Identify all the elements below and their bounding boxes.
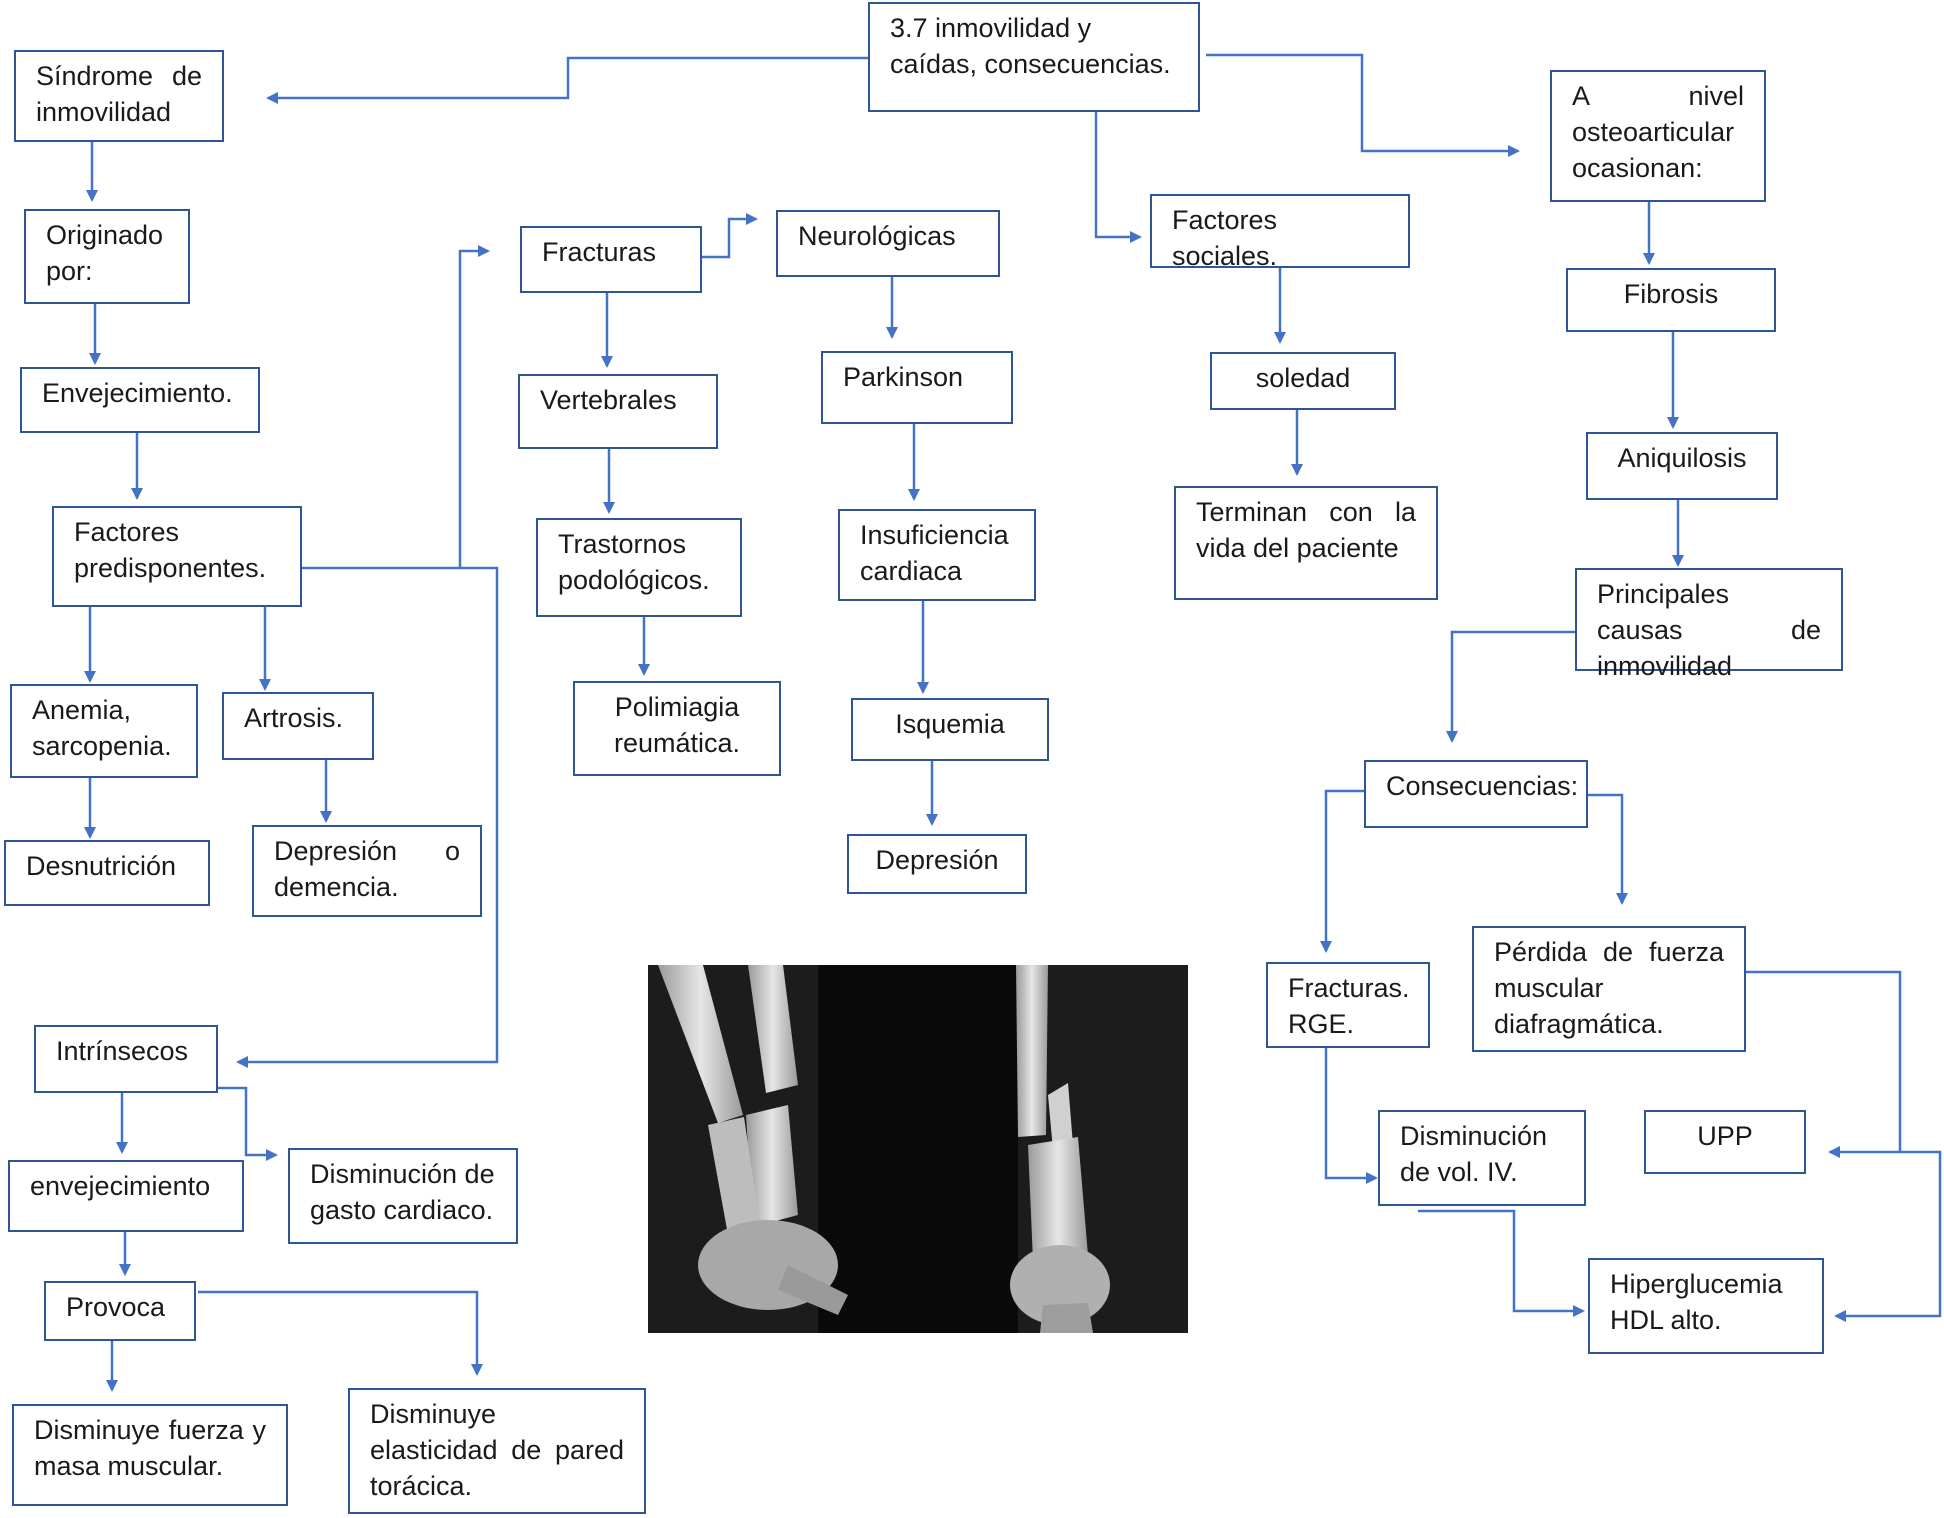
node-perdida-fuerza: Pérdida de fuerza muscular diafragmática… — [1472, 926, 1746, 1052]
connector-provoca-elasticidad — [198, 1290, 483, 1376]
node-fracturas: Fracturas — [520, 226, 702, 293]
node-gasto-cardiaco: Disminución de gasto cardiaco. — [288, 1148, 518, 1244]
node-terminan-vida: Terminan con la vida del paciente — [1174, 486, 1438, 600]
node-osteoarticular: A nivel osteoarticular ocasionan: — [1550, 70, 1766, 202]
node-envejecimiento: Envejecimiento. — [20, 367, 260, 433]
node-parkinson: Parkinson — [821, 351, 1013, 424]
node-depresion: Depresión — [847, 834, 1027, 894]
node-depresion-demencia: Depresión o demencia. — [252, 825, 482, 917]
connector-fracturas-neurologicas — [702, 213, 758, 259]
node-fracturas-rge: Fracturas. RGE. — [1266, 962, 1430, 1048]
node-insuficiencia-cardiaca: Insuficiencia cardiaca — [838, 509, 1036, 601]
connector-consecuencias-fracturas — [1320, 789, 1364, 953]
node-sindrome-inmovilidad: Síndrome de inmovilidad — [14, 50, 224, 142]
node-fuerza-masa: Disminuye fuerza y masa muscular. — [12, 1404, 288, 1506]
node-disminucion-vol: Disminución de vol. IV. — [1378, 1110, 1586, 1206]
node-desnutricion: Desnutrición — [4, 840, 210, 906]
node-consecuencias: Consecuencias: — [1364, 760, 1588, 828]
node-elasticidad: Disminuye elasticidad de pared torácica. — [348, 1388, 646, 1514]
node-principales-causas: Principales causas de inmovilidad — [1575, 568, 1843, 681]
connector-factores-fracturas — [302, 245, 490, 570]
connector-title-osteo — [1206, 53, 1520, 157]
node-factores-sociales: Factores sociales. — [1150, 194, 1410, 271]
connector-disminucion-hiperglucemia — [1418, 1209, 1585, 1317]
node-provoca: Provoca — [44, 1281, 196, 1341]
connector-consecuencias-perdida — [1588, 793, 1628, 905]
node-neurologicas: Neurológicas — [776, 210, 1000, 277]
connector-factores-intrinsecos — [236, 566, 499, 1068]
connector-title-sociales — [1094, 112, 1142, 243]
connector-perdida-hiperglucemia — [1834, 1150, 1942, 1322]
node-anemia-sarcopenia: Anemia, sarcopenia. — [10, 684, 198, 778]
node-vertebrales: Vertebrales — [518, 374, 718, 449]
connector-intrinsecos-gasto — [218, 1086, 278, 1161]
node-intrinsecos: Intrínsecos — [34, 1025, 218, 1093]
node-hiperglucemia: Hiperglucemia HDL alto. — [1588, 1258, 1824, 1354]
node-envejecimiento-intrinseco: envejecimiento — [8, 1160, 244, 1232]
node-soledad: soledad — [1210, 352, 1396, 410]
node-trastornos-podologicos: Trastornos podológicos. — [536, 518, 742, 617]
connector-title-sindrome — [266, 56, 868, 104]
title-box: 3.7 inmovilidad y caídas, consecuencias. — [868, 2, 1200, 112]
node-artrosis: Artrosis. — [222, 692, 374, 760]
connector-perdida-upp — [1746, 970, 1902, 1158]
node-upp: UPP — [1644, 1110, 1806, 1174]
connector-principales-consecuencias — [1446, 630, 1575, 743]
connector-fracturas-disminucion — [1324, 1048, 1378, 1184]
node-polimiagia: Polimiagia reumática. — [573, 681, 781, 776]
node-isquemia: Isquemia — [851, 698, 1049, 761]
node-aniquilosis: Aniquilosis — [1586, 432, 1778, 500]
node-fibrosis: Fibrosis — [1566, 268, 1776, 332]
node-factores-predisponentes: Factores predisponentes. — [52, 506, 302, 607]
xray-image — [648, 965, 1188, 1333]
node-originado-por: Originado por: — [24, 209, 190, 304]
